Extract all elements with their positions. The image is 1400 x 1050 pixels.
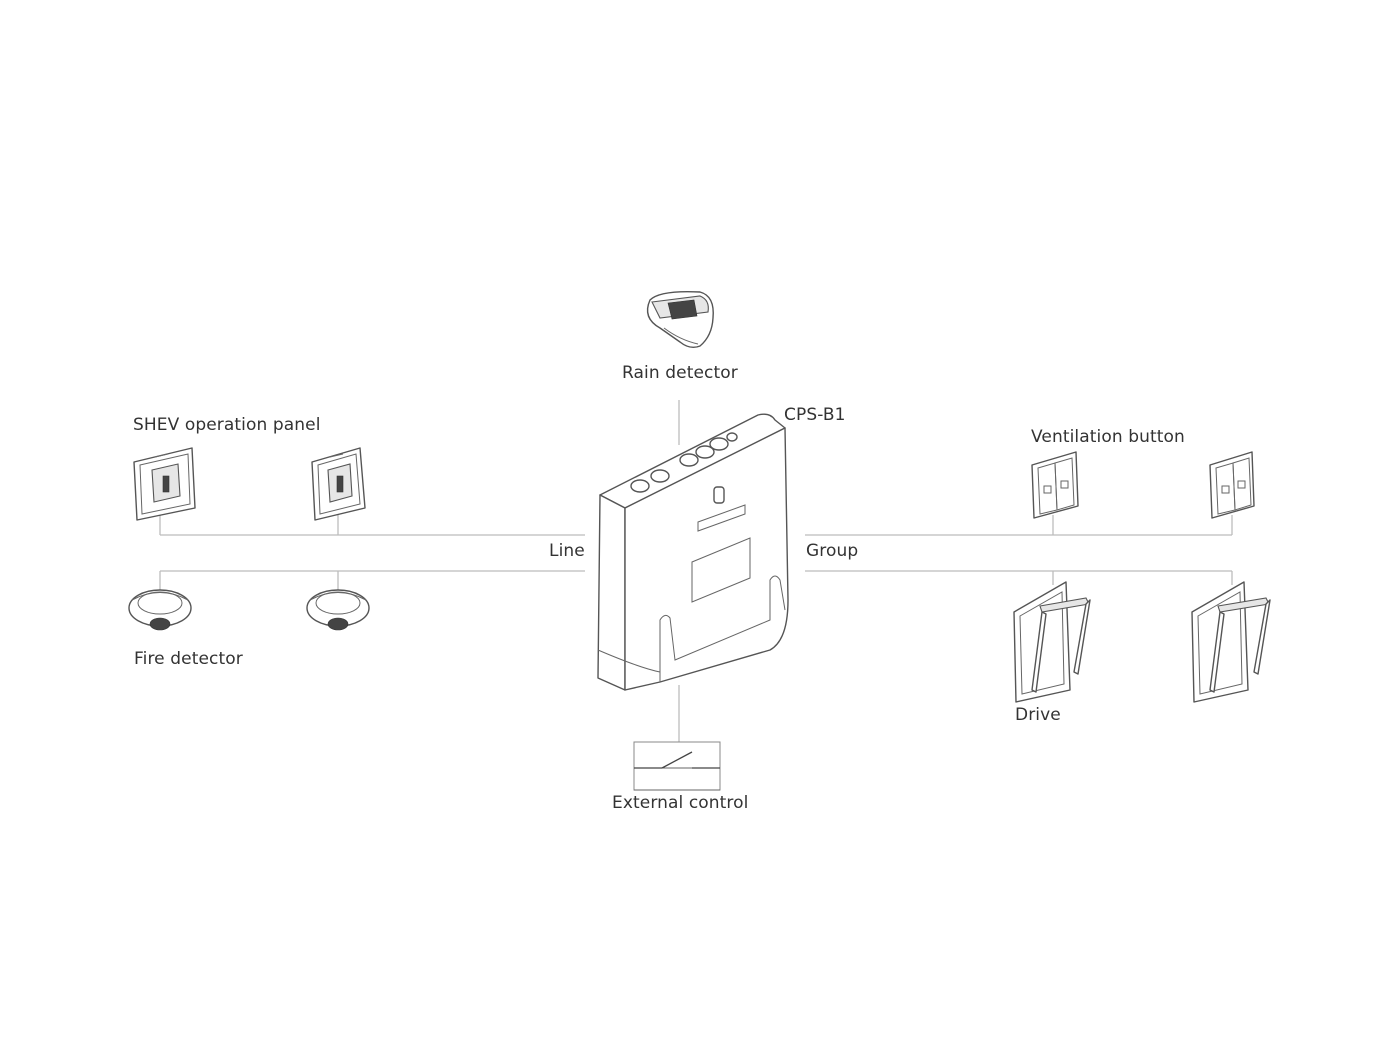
ventilation-button-icon-1: [1031, 451, 1079, 519]
fire-detector-icon-1: [128, 589, 192, 631]
ventilation-button-label: Ventilation button: [1031, 427, 1185, 447]
controller-cps-b1-icon: [597, 413, 789, 691]
drive-icon-2: [1191, 581, 1271, 703]
fire-detector-icon-2: [306, 589, 370, 631]
external-control-icon: [633, 741, 721, 791]
line-label: Line: [549, 541, 585, 561]
ventilation-button-icon-2: [1209, 451, 1255, 519]
controller-label: CPS-B1: [784, 405, 846, 425]
drive-label: Drive: [1015, 705, 1061, 725]
rain-detector-label: Rain detector: [622, 363, 738, 383]
rain-detector-icon: [646, 290, 714, 349]
shev-panel-icon-2: [311, 447, 366, 521]
group-label: Group: [806, 541, 859, 561]
external-control-label: External control: [612, 793, 749, 813]
drive-icon-1: [1013, 581, 1091, 703]
connection-lines: [159, 400, 1233, 742]
shev-panel-icon-1: [133, 447, 196, 521]
shev-panel-label: SHEV operation panel: [133, 415, 321, 435]
fire-detector-label: Fire detector: [134, 649, 243, 669]
